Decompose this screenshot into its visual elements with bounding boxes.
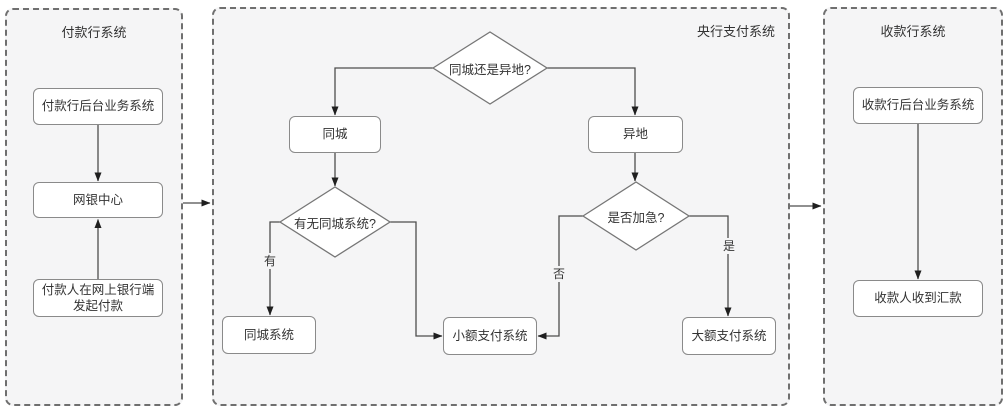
- panel-title-central-bank: 央行支付系统: [696, 24, 775, 39]
- node-ebank-center: 网银中心: [33, 182, 163, 218]
- branch-label-yes: 是: [721, 238, 738, 254]
- node-large-amount-payment-system: 大额支付系统: [682, 317, 776, 355]
- node-receiver-backend-system: 收款行后台业务系统: [853, 87, 983, 124]
- node-same-city-system: 同城系统: [222, 316, 316, 354]
- panel-receiver-bank-system: 收款行系统: [823, 7, 1003, 406]
- panel-title-payer-bank: 付款行系统: [61, 25, 127, 40]
- branch-label-no: 否: [551, 266, 568, 282]
- node-receiver-gets-remittance: 收款人收到汇款: [853, 280, 983, 317]
- decision-label-has-city-system: 有无同城系统?: [294, 216, 376, 231]
- node-small-amount-payment-system: 小额支付系统: [443, 317, 537, 355]
- decision-label-is-urgent: 是否加急?: [607, 210, 665, 225]
- node-remote-city: 异地: [588, 116, 683, 153]
- branch-label-has: 有: [262, 253, 279, 269]
- panel-title-receiver-bank: 收款行系统: [880, 24, 946, 39]
- decision-label-city-or-remote: 同城还是异地?: [449, 62, 531, 77]
- node-payer-backend-system: 付款行后台业务系统: [33, 88, 163, 125]
- node-payer-initiates-payment: 付款人在网上银行端发起付款: [33, 279, 163, 317]
- node-same-city: 同城: [289, 116, 381, 153]
